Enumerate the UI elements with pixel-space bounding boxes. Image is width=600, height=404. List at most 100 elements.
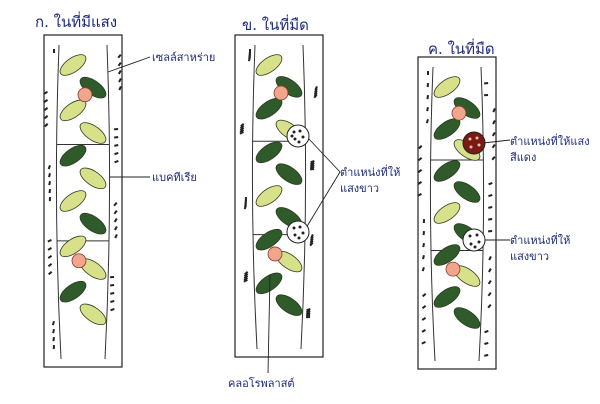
- chloroplast-band-a-4: [59, 144, 87, 167]
- bacterium-a-34: [43, 91, 48, 95]
- bacterium-c-17: [491, 131, 496, 137]
- chloroplast-band-a-7: [79, 212, 107, 235]
- nucleus-b-1: [267, 246, 283, 262]
- bacterium-a-31: [110, 284, 115, 287]
- chloroplast-band-b-8: [255, 228, 283, 251]
- bacterium-c-37: [487, 304, 492, 309]
- leader-white-b-2: [305, 171, 341, 229]
- bacterium-a-7: [110, 308, 115, 312]
- filament-wall-right-b: [300, 44, 307, 350]
- chloroplast-band-b-10: [255, 272, 283, 295]
- white-light-spot-b2: [286, 220, 310, 244]
- label-white-light-b-line1: ตำแหน่งที่ให้: [340, 166, 401, 179]
- bacterium-c-18: [417, 168, 423, 173]
- bacterium-a-10: [43, 115, 49, 120]
- bacterium-a-13: [114, 225, 118, 231]
- bacterium-a-38: [47, 239, 52, 243]
- nucleus-a-0: [77, 87, 93, 103]
- leader-cell: [107, 56, 151, 73]
- bacterium-c-12: [422, 231, 425, 236]
- chloroplast-band-c-11: [453, 307, 481, 329]
- filament-wall-left-b: [251, 44, 258, 350]
- bacterium-c-38: [421, 341, 426, 345]
- chloroplast-band-c-0: [433, 76, 461, 98]
- filament-wall-right-c: [478, 66, 485, 362]
- bacterium-b-37: [309, 242, 314, 247]
- chloroplast-band-b-11: [275, 294, 303, 316]
- label-red-light-c-line2: สีแดง: [510, 151, 537, 164]
- bacterium-c-15: [484, 342, 489, 345]
- bacterium-c-29: [487, 292, 492, 297]
- bacterium-c-19: [488, 206, 493, 209]
- bacterium-c-31: [484, 82, 489, 85]
- bacterium-b-14: [243, 273, 249, 278]
- bacterium-c-26: [417, 181, 423, 185]
- bacterium-c-36: [421, 266, 425, 272]
- bacterium-a-35: [114, 128, 119, 131]
- chloroplast-band-b-4: [255, 141, 283, 164]
- bacterium-b-17: [313, 90, 318, 95]
- nucleus-b-0: [273, 85, 289, 101]
- chloroplast-band-c-10: [433, 286, 461, 308]
- bacterium-c-28: [422, 254, 425, 260]
- bacterium-b-25: [313, 92, 318, 97]
- bacterium-c-11: [488, 193, 493, 198]
- panel-b-title: ข. ในที่มืด: [242, 16, 309, 34]
- bacterium-c-34: [417, 193, 422, 197]
- bacterium-c-4: [422, 219, 425, 224]
- bacterium-c-32: [425, 119, 429, 124]
- bacterium-a-22: [47, 254, 53, 259]
- chloroplast-band-c-6: [433, 202, 461, 224]
- bacterium-a-4: [48, 197, 51, 202]
- bacterium-a-17: [117, 69, 122, 75]
- panel-c-title: ค. ในที่มืด: [428, 40, 495, 58]
- leader-chloroplast: [267, 274, 271, 374]
- chloroplast-band-a-5: [79, 167, 107, 190]
- label-white-light-b-line2: แสงขาว: [340, 182, 380, 195]
- bacterium-b-31: [306, 314, 311, 317]
- bacterium-a-26: [43, 99, 49, 103]
- label-white-light-c: ตำแหน่งที่ให้ แสงขาว: [510, 233, 570, 265]
- bacterium-b-36: [243, 205, 247, 210]
- bacterium-c-25: [491, 144, 496, 149]
- bacterium-c-33: [491, 156, 496, 161]
- chloroplast-band-b-6: [255, 185, 283, 207]
- bacterium-a-27: [114, 136, 119, 139]
- bacterium-a-8: [52, 345, 55, 350]
- bacterium-b-10: [239, 124, 245, 130]
- bacterium-c-27: [488, 218, 493, 221]
- bacterium-b-30: [243, 277, 249, 281]
- label-red-light-c: ตำแหน่งที่ให้แสง สีแดง: [510, 134, 590, 166]
- bacterium-a-37: [113, 202, 118, 207]
- bacterium-a-18: [43, 107, 49, 111]
- filament-wall-left-c: [429, 66, 436, 362]
- leader-red-c: [482, 139, 511, 144]
- bacterium-a-28: [48, 172, 51, 178]
- filament-wall-left-a: [55, 44, 62, 360]
- white-light-spot-c: [462, 228, 486, 252]
- bacterium-a-25: [117, 62, 122, 67]
- bacterium-a-15: [110, 300, 115, 303]
- bacterium-b-21: [309, 237, 314, 243]
- bacterium-a-11: [114, 152, 119, 156]
- white-light-spot-b1: [286, 124, 310, 148]
- label-chloroplast: คลอโรพลาสต์: [228, 377, 295, 390]
- nucleus-a-1: [71, 253, 87, 269]
- bacterium-a-16: [52, 337, 55, 342]
- bacterium-b-11: [310, 162, 315, 166]
- bacterium-c-9: [492, 120, 496, 125]
- bacterium-c-30: [421, 329, 426, 333]
- bacterium-b-26: [239, 129, 245, 133]
- bacterium-a-20: [48, 181, 51, 186]
- bacterium-b-2: [240, 122, 245, 128]
- bacterium-c-23: [484, 353, 489, 357]
- bacterium-c-39: [484, 93, 489, 97]
- bacterium-b-33: [313, 94, 318, 99]
- bacterium-a-0: [53, 49, 55, 53]
- bacterium-c-6: [422, 293, 427, 298]
- bacterium-b-34: [239, 131, 244, 135]
- bacterium-b-7: [306, 308, 311, 312]
- bacterium-b-18: [239, 127, 245, 131]
- bacterium-b-23: [306, 312, 311, 315]
- panel-a-title: ก. ในที่มีแสง: [35, 13, 118, 31]
